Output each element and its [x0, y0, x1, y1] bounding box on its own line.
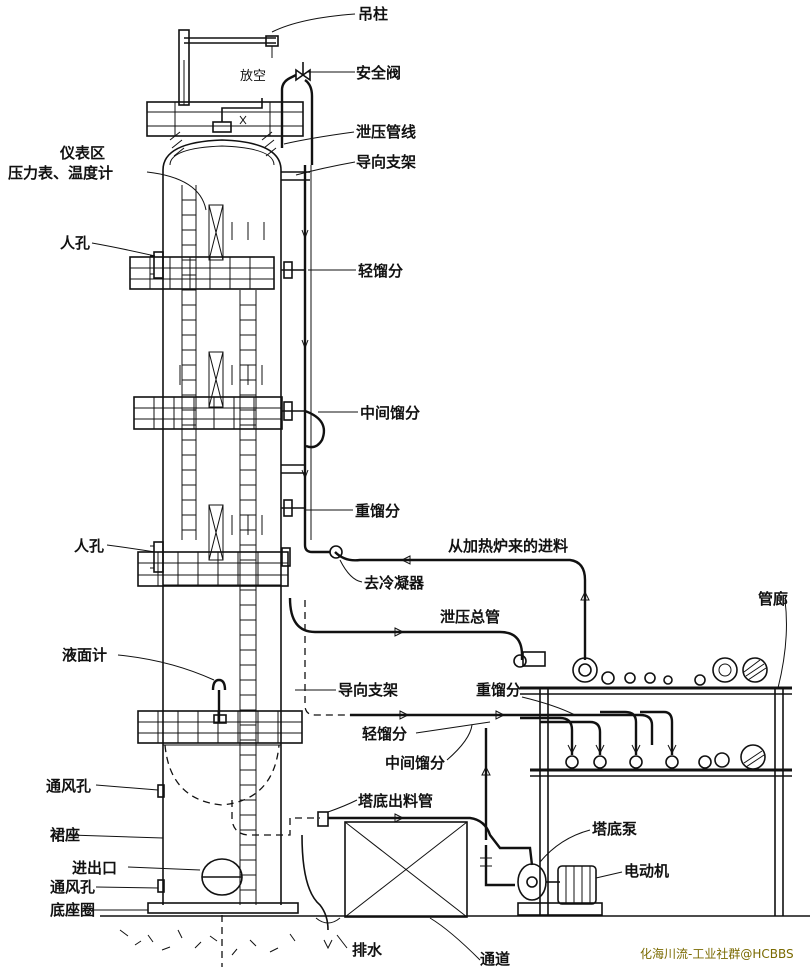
label-bottoms-outlet-pipe: 塔底出料管 — [358, 792, 433, 810]
label-heavy-cut: 重馏分 — [355, 502, 400, 520]
label-drain: 排水 — [352, 941, 383, 959]
label-base-ring: 底座圈 — [50, 901, 95, 919]
label-manhole-top: 人孔 — [60, 234, 90, 252]
electric-motor — [517, 865, 603, 916]
pipe-rack — [520, 651, 792, 916]
internal-ladders — [179, 185, 265, 905]
label-motor: 电动机 — [624, 862, 669, 880]
label-light-cut: 轻馏分 — [358, 262, 403, 280]
label-instrument-zone: 仪表区 — [59, 144, 105, 162]
crane-post — [178, 29, 279, 106]
relief-header — [288, 597, 527, 668]
ground-hatch — [119, 929, 296, 956]
label-level-gauge: 液面计 — [62, 646, 107, 664]
label-skirt: 裙座 — [50, 826, 80, 844]
feed-line — [334, 551, 598, 683]
label-access-port: 进出口 — [72, 859, 117, 877]
labels: 吊柱 放空 安全阀 泄压管线 仪表区 压力表、温度计 导向支架 人孔 轻馏分 中… — [8, 5, 794, 967]
label-guide-support-top: 导向支架 — [356, 153, 416, 171]
label-heavy-cut-2: 重馏分 — [476, 681, 521, 699]
label-safety-valve: 安全阀 — [356, 64, 401, 82]
label-relief-header: 泄压总管 — [440, 608, 500, 626]
side-draw-nozzles — [281, 261, 326, 567]
platform-3 — [137, 551, 289, 587]
side-cut-lines — [304, 600, 677, 755]
column-shell — [100, 139, 810, 956]
label-pipe-rack: 管廊 — [758, 590, 788, 608]
label-vent-hole-bottom: 通风孔 — [50, 878, 95, 896]
bottoms-pump — [517, 863, 560, 901]
level-gauge — [211, 678, 227, 724]
manhole-top — [150, 251, 164, 279]
top-platform — [146, 98, 304, 157]
label-to-condenser: 去冷凝器 — [364, 574, 425, 592]
label-manhole-mid: 人孔 — [74, 537, 104, 555]
platform-2 — [133, 396, 283, 430]
label-bottoms-pump: 塔底泵 — [592, 820, 637, 838]
label-vent: 放空 — [240, 69, 266, 84]
label-light-cut-2: 轻馏分 — [362, 725, 407, 743]
label-guide-support-bottom: 导向支架 — [338, 681, 398, 699]
bottoms-outlet-line — [328, 728, 534, 887]
manhole-mid — [150, 541, 164, 573]
label-middle-cut-2: 中间馏分 — [385, 754, 445, 772]
label-instrument-detail: 压力表、温度计 — [8, 164, 113, 182]
label-feed-from-furnace: 从加热炉来的进料 — [448, 537, 568, 555]
watermark: 化海川流-工业社群@HCBBS — [640, 946, 794, 961]
label-crane-post: 吊柱 — [358, 5, 388, 23]
label-relief-line: 泄压管线 — [356, 123, 416, 141]
label-trench: 通道 — [480, 950, 510, 967]
label-middle-cut: 中间馏分 — [360, 404, 420, 422]
drain-line — [301, 834, 341, 950]
leader-lines — [69, 13, 787, 961]
platform-1 — [129, 256, 275, 290]
label-vent-hole-top: 通风孔 — [46, 777, 91, 795]
overhead-vapor-line — [301, 165, 343, 559]
trench — [344, 821, 468, 918]
safety-valve-relief-line — [280, 62, 314, 181]
